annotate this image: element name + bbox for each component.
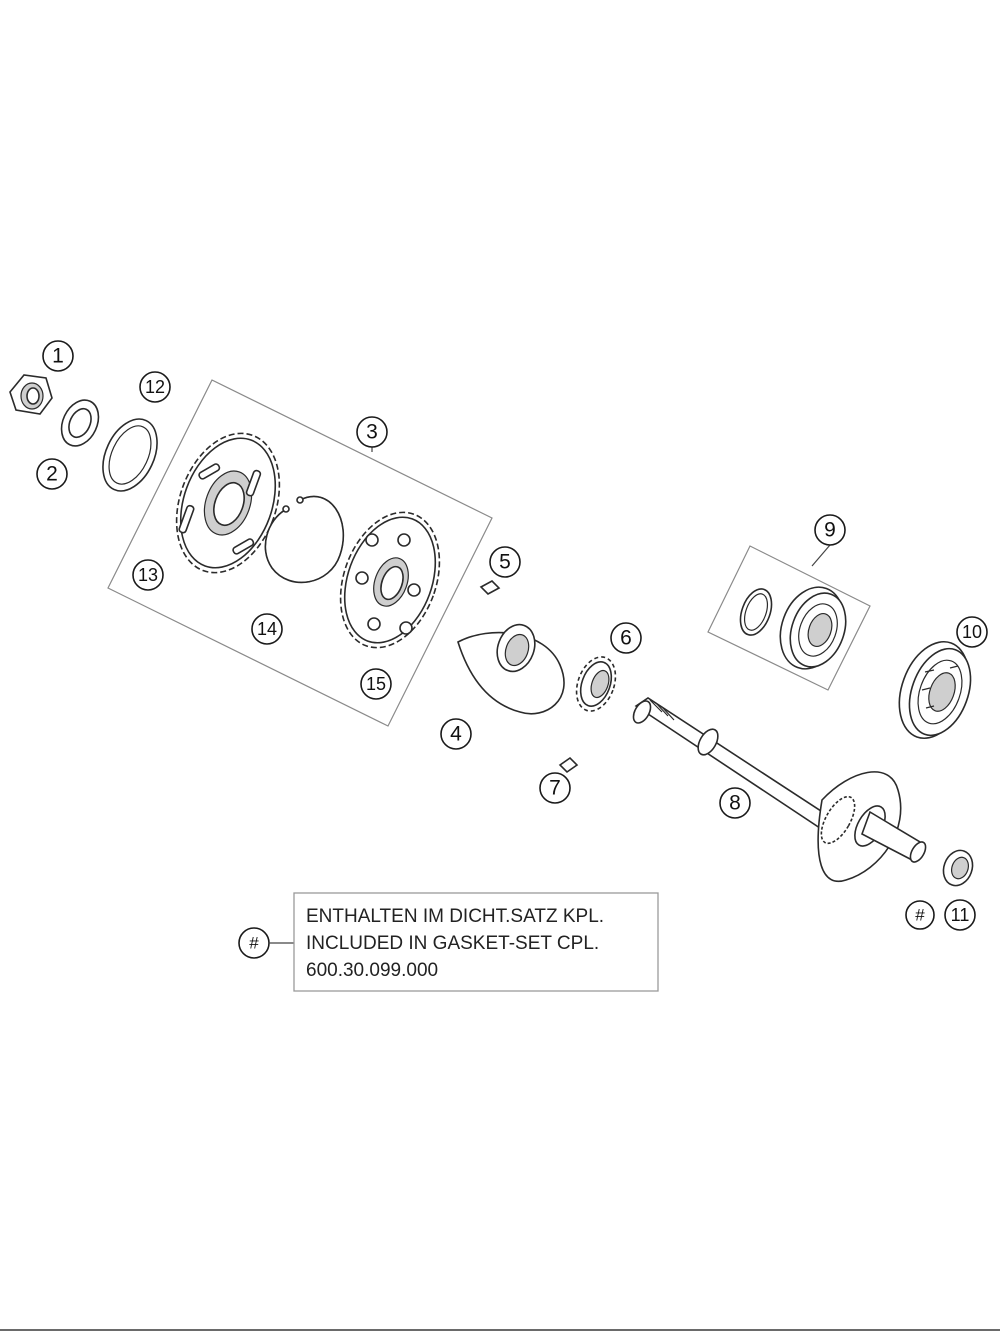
part-key-lower (558, 756, 579, 774)
callout-11-label: 11 (951, 905, 970, 925)
part-washer (60, 399, 100, 447)
part-roller-bearing (898, 640, 972, 740)
callout-7: 7 (539, 772, 571, 804)
part-key-upper (479, 580, 501, 595)
part-gear-holes (339, 511, 441, 649)
callout-5: 5 (489, 546, 521, 578)
callout-15: 15 (360, 668, 392, 700)
callout-8: 8 (719, 787, 751, 819)
callout-11: 11 (944, 899, 976, 931)
part-ball-bearing-kit (739, 586, 847, 670)
callout-13: 13 (132, 559, 164, 591)
part-balancer-weight (457, 623, 565, 715)
callout-14-label: 14 (257, 619, 277, 639)
callout-4-label: 4 (450, 723, 462, 746)
callout-13-label: 13 (138, 565, 158, 585)
callout-1-label: 1 (52, 345, 64, 368)
part-balancer-shaft (632, 697, 927, 883)
bearing-kit-frame (707, 545, 871, 691)
part-needle-bearing (575, 656, 617, 712)
callout-2-label: 2 (46, 463, 58, 486)
callout-12-label: 12 (145, 377, 165, 397)
part-shim-ring (102, 418, 158, 492)
callout-9: 9 (814, 514, 846, 546)
callout-6-label: 6 (620, 627, 632, 650)
callout-4: 4 (440, 718, 472, 750)
callout-6: 6 (610, 622, 642, 654)
note-line-3: 600.30.099.000 (306, 960, 438, 981)
callout-5-label: 5 (499, 551, 511, 574)
leader-9 (811, 544, 831, 567)
callout-3: 3 (356, 416, 388, 448)
callout-7-label: 7 (549, 777, 561, 800)
callout-hash-note-label: # (249, 934, 259, 953)
part-hex-nut (9, 374, 53, 415)
part-circlip (264, 495, 345, 584)
callout-hash-part: # (905, 900, 935, 930)
gear-set-frame (107, 379, 493, 727)
part-seal-ring (942, 849, 974, 887)
note-box (293, 892, 659, 992)
callout-14: 14 (251, 613, 283, 645)
callout-hash-note: # (238, 927, 270, 959)
callout-2: 2 (36, 458, 68, 490)
callout-3-label: 3 (366, 421, 378, 444)
note-line-1: ENTHALTEN IM DICHT.SATZ KPL. (306, 906, 604, 927)
callout-10: 10 (956, 616, 988, 648)
callout-hash-part-label: # (915, 906, 925, 925)
callout-15-label: 15 (366, 674, 386, 694)
callout-10-label: 10 (962, 622, 982, 642)
note-line-2: INCLUDED IN GASKET-SET CPL. (306, 933, 599, 954)
callout-12: 12 (139, 371, 171, 403)
callout-9-label: 9 (824, 519, 836, 542)
part-gear-large (175, 432, 281, 574)
callout-8-label: 8 (729, 792, 741, 815)
callout-1: 1 (42, 340, 74, 372)
